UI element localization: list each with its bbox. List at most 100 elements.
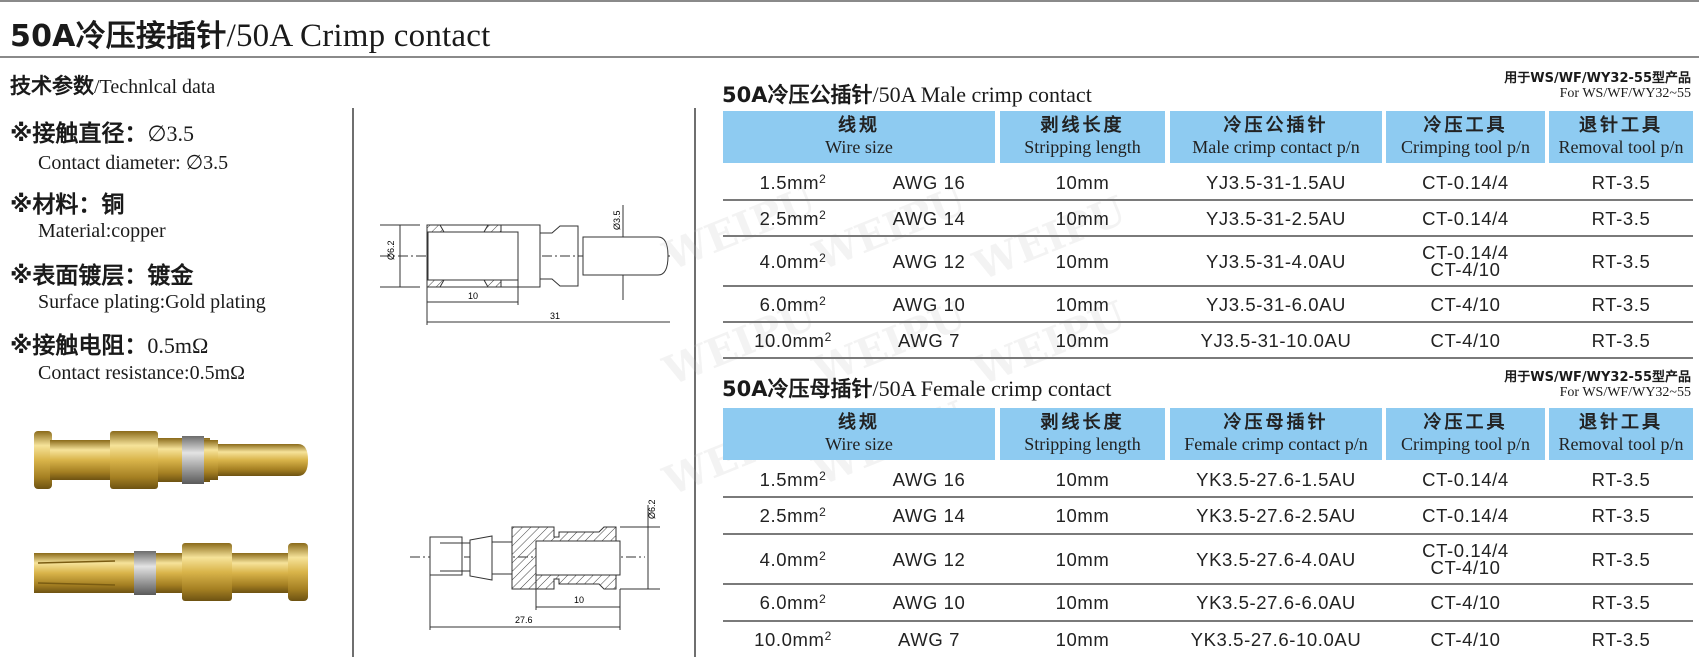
spec-contact-diameter-en: Contact diameter: ∅3.5 [38,152,229,174]
cell-pn: YJ3.5-31-6.0AU [1205,293,1347,315]
cell-awg: AWG 14 [892,505,966,526]
cell-awg: AWG 10 [892,293,966,315]
header-en: Crimping tool p/n [1400,137,1530,157]
male-table-title-en: /50A Male crimp contact [872,82,1092,107]
male-table-title: 50A冷压公插针/50A Male crimp contact [722,79,1092,109]
cell-strip: 10mm [1055,505,1110,526]
cell-pn: YJ3.5-31-10.0AU [1200,329,1352,351]
superscript: 2 [819,207,827,222]
cell-awg: AWG 7 [898,329,960,351]
cell-pn: YK3.5-27.6-1.5AU [1196,468,1356,490]
header-en: Stripping length [1024,137,1141,157]
superscript: 2 [819,592,827,606]
spec-material-en: Material:copper [38,220,166,242]
cell-strip: 10mm [1055,171,1110,193]
female-table-compat-note: 用于WS/WF/WY32-55型产品 For WS/WF/WY32~55 [1504,370,1691,400]
cell-pn: YK3.5-27.6-6.0AU [1196,592,1356,613]
cell-text: 2.5mm [759,505,820,526]
cell-awg: AWG 10 [892,592,966,613]
cell-removal: RT-3.5 [1591,548,1651,570]
cell-text: 4.0mm [759,250,820,272]
cell-removal: RT-3.5 [1591,329,1651,351]
compat-note-en: For WS/WF/WY32~55 [1559,385,1691,400]
cell-removal: RT-3.5 [1591,250,1651,272]
cell-tool: CT-0.14/4 [1422,505,1509,526]
cell-awg: AWG 16 [892,468,966,490]
superscript: 2 [824,329,832,344]
compat-note-cn: 用于WS/WF/WY32-55型产品 [1504,370,1691,385]
column-divider-left [352,108,354,657]
header-cn: 剥线长度 [1040,115,1125,136]
cell-strip: 10mm [1055,207,1110,229]
header-cn: 线规 [838,115,880,136]
svg-text:Ø6.2: Ø6.2 [386,240,396,260]
header-cn: 退针工具 [1579,412,1663,433]
column-divider-right [694,108,696,657]
cell-strip: 10mm [1055,468,1110,490]
cell-tool: CT-4/10 [1430,592,1501,613]
title-rule [0,56,1699,58]
compat-note-cn: 用于WS/WF/WY32-55型产品 [1504,71,1691,86]
cell-tool: CT-0.14/4 [1422,207,1509,229]
cell-removal: RT-3.5 [1591,171,1651,193]
page-title-cn: 50A冷压接插针 [10,19,227,54]
spec-value: ∅3.5 [147,121,195,146]
cell-pn: YJ3.5-31-1.5AU [1205,171,1347,193]
cell-awg: AWG 14 [892,207,966,229]
header-en: Stripping length [1024,434,1141,454]
cell-tool: CT-0.14/4 [1422,171,1509,193]
cell-awg: AWG 7 [898,629,960,650]
cell-text: CT-4/10 [1430,557,1501,578]
superscript: 2 [819,505,827,519]
spec-label: ※表面镀层： [10,263,148,289]
header-cn: 冷压母插针 [1223,412,1329,433]
header-cn: 冷压工具 [1423,115,1508,136]
spec-label: ※接触直径： [10,121,148,147]
header-en: Male crimp contact p/n [1192,137,1360,157]
header-cn: 冷压公插针 [1223,115,1329,136]
svg-text:27.6: 27.6 [515,615,533,625]
superscript: 2 [819,548,827,563]
superscript: 2 [824,629,832,643]
spec-value: 0.5mΩ [147,333,209,358]
spec-resistance-en: Contact resistance:0.5mΩ [38,362,246,384]
female-pin-photo [34,543,308,601]
cell-text: 1.5mm [759,171,820,193]
header-en: Crimping tool p/n [1400,434,1530,454]
header-en: Removal tool p/n [1558,137,1684,157]
cell-strip: 10mm [1055,548,1110,570]
spec-material-cn: ※材料：铜 [10,185,124,219]
superscript: 2 [819,293,827,308]
superscript: 2 [819,468,827,483]
cell-tool: CT-4/10 [1430,629,1501,650]
header-en: Wire size [825,137,893,157]
spec-label: ※材料： [10,192,102,218]
male-table-title-cn: 50A冷压公插针 [722,83,873,107]
spec-plating-cn: ※表面镀层：镀金 [10,256,193,290]
male-pin-drawing: Ø6.2 10 31 Ø3.5 [380,205,670,325]
cell-removal: RT-3.5 [1591,207,1651,229]
female-pin-drawing: Ø6.2 10 27.6 [410,499,660,630]
technical-data-heading: 技术参数/Technlcal data [10,70,215,100]
cell-text: CT-0.14/4 [1422,242,1509,263]
cell-tool: CT-0.14/4 [1422,468,1509,490]
female-table-title: 50A冷压母插针/50A Female crimp contact [722,373,1111,403]
